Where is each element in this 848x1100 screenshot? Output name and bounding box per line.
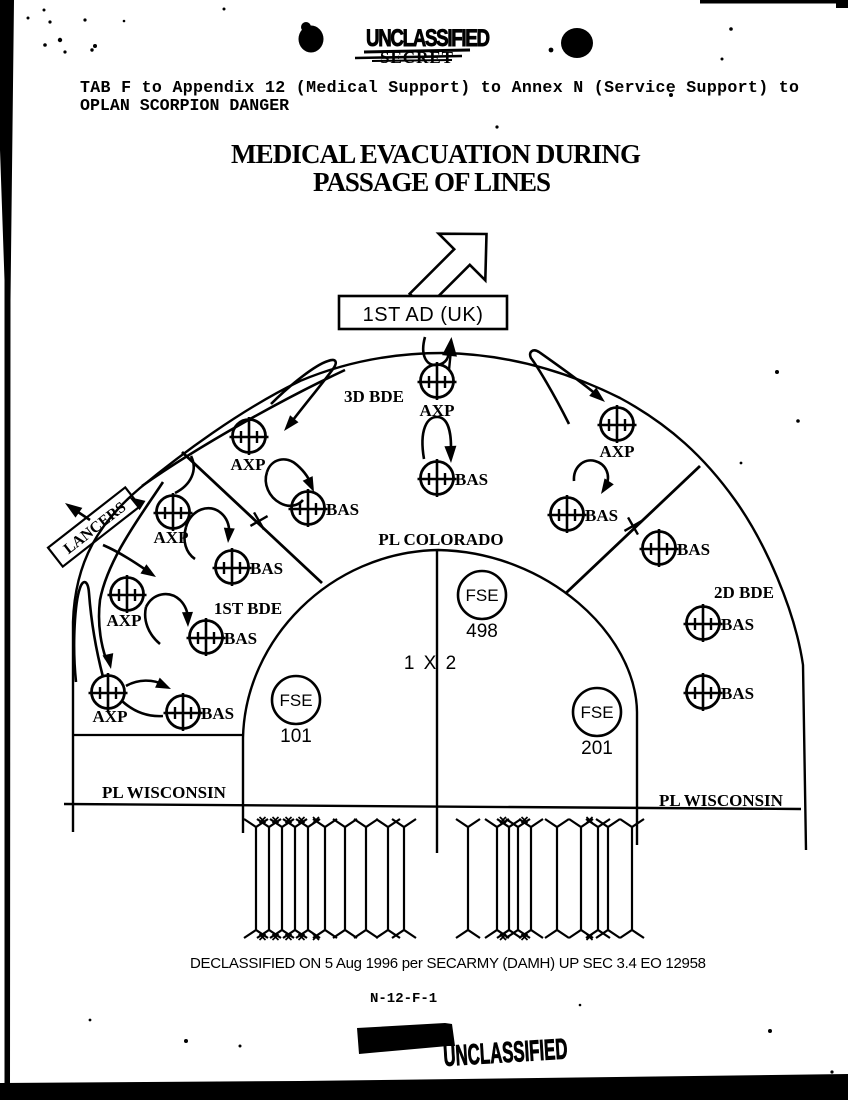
svg-text:AXP: AXP <box>231 455 266 474</box>
svg-text:1 X 2: 1 X 2 <box>404 653 458 674</box>
svg-text:AXP: AXP <box>93 707 128 726</box>
svg-text:BAS: BAS <box>721 615 754 634</box>
svg-text:AXP: AXP <box>154 528 189 547</box>
svg-text:MEDICAL EVACUATION DURING: MEDICAL EVACUATION DURING <box>231 139 641 169</box>
svg-text:BAS: BAS <box>201 704 234 723</box>
svg-text:201: 201 <box>581 738 613 759</box>
svg-text:UNCLASSIFIED: UNCLASSIFIED <box>366 25 490 52</box>
svg-text:FSE: FSE <box>279 691 312 710</box>
svg-text:UNCLASSIFIED: UNCLASSIFIED <box>442 1033 568 1073</box>
svg-text:BAS: BAS <box>721 684 754 703</box>
svg-text:1ST AD (UK): 1ST AD (UK) <box>363 304 484 326</box>
svg-text:PL COLORADO: PL COLORADO <box>378 530 503 549</box>
svg-text:PL WISCONSIN: PL WISCONSIN <box>659 791 784 810</box>
svg-text:2D BDE: 2D BDE <box>714 583 774 602</box>
svg-text:AXP: AXP <box>107 611 142 630</box>
svg-text:PASSAGE OF LINES: PASSAGE OF LINES <box>313 167 551 197</box>
svg-text:BAS: BAS <box>224 629 257 648</box>
svg-text:OPLAN SCORPION DANGER: OPLAN SCORPION DANGER <box>80 96 289 115</box>
svg-text:1ST BDE: 1ST BDE <box>214 599 282 618</box>
svg-text:101: 101 <box>280 726 312 747</box>
svg-text:AXP: AXP <box>420 401 455 420</box>
svg-text:BAS: BAS <box>455 470 488 489</box>
svg-text:TAB F to Appendix 12 (Medical: TAB F to Appendix 12 (Medical Support) t… <box>80 78 799 97</box>
svg-text:498: 498 <box>466 621 498 642</box>
svg-text:3D BDE: 3D BDE <box>344 387 404 406</box>
svg-text:DECLASSIFIED ON 5 Aug 1996 per: DECLASSIFIED ON 5 Aug 1996 per SECARMY (… <box>190 955 706 972</box>
svg-text:BAS: BAS <box>585 506 618 525</box>
svg-text:BAS: BAS <box>326 500 359 519</box>
svg-text:AXP: AXP <box>600 442 635 461</box>
svg-text:FSE: FSE <box>580 703 613 722</box>
svg-text:PL WISCONSIN: PL WISCONSIN <box>102 783 227 802</box>
svg-text:BAS: BAS <box>250 559 283 578</box>
svg-text:N-12-F-1: N-12-F-1 <box>370 991 437 1007</box>
svg-text:FSE: FSE <box>465 586 498 605</box>
svg-text:BAS: BAS <box>677 540 710 559</box>
